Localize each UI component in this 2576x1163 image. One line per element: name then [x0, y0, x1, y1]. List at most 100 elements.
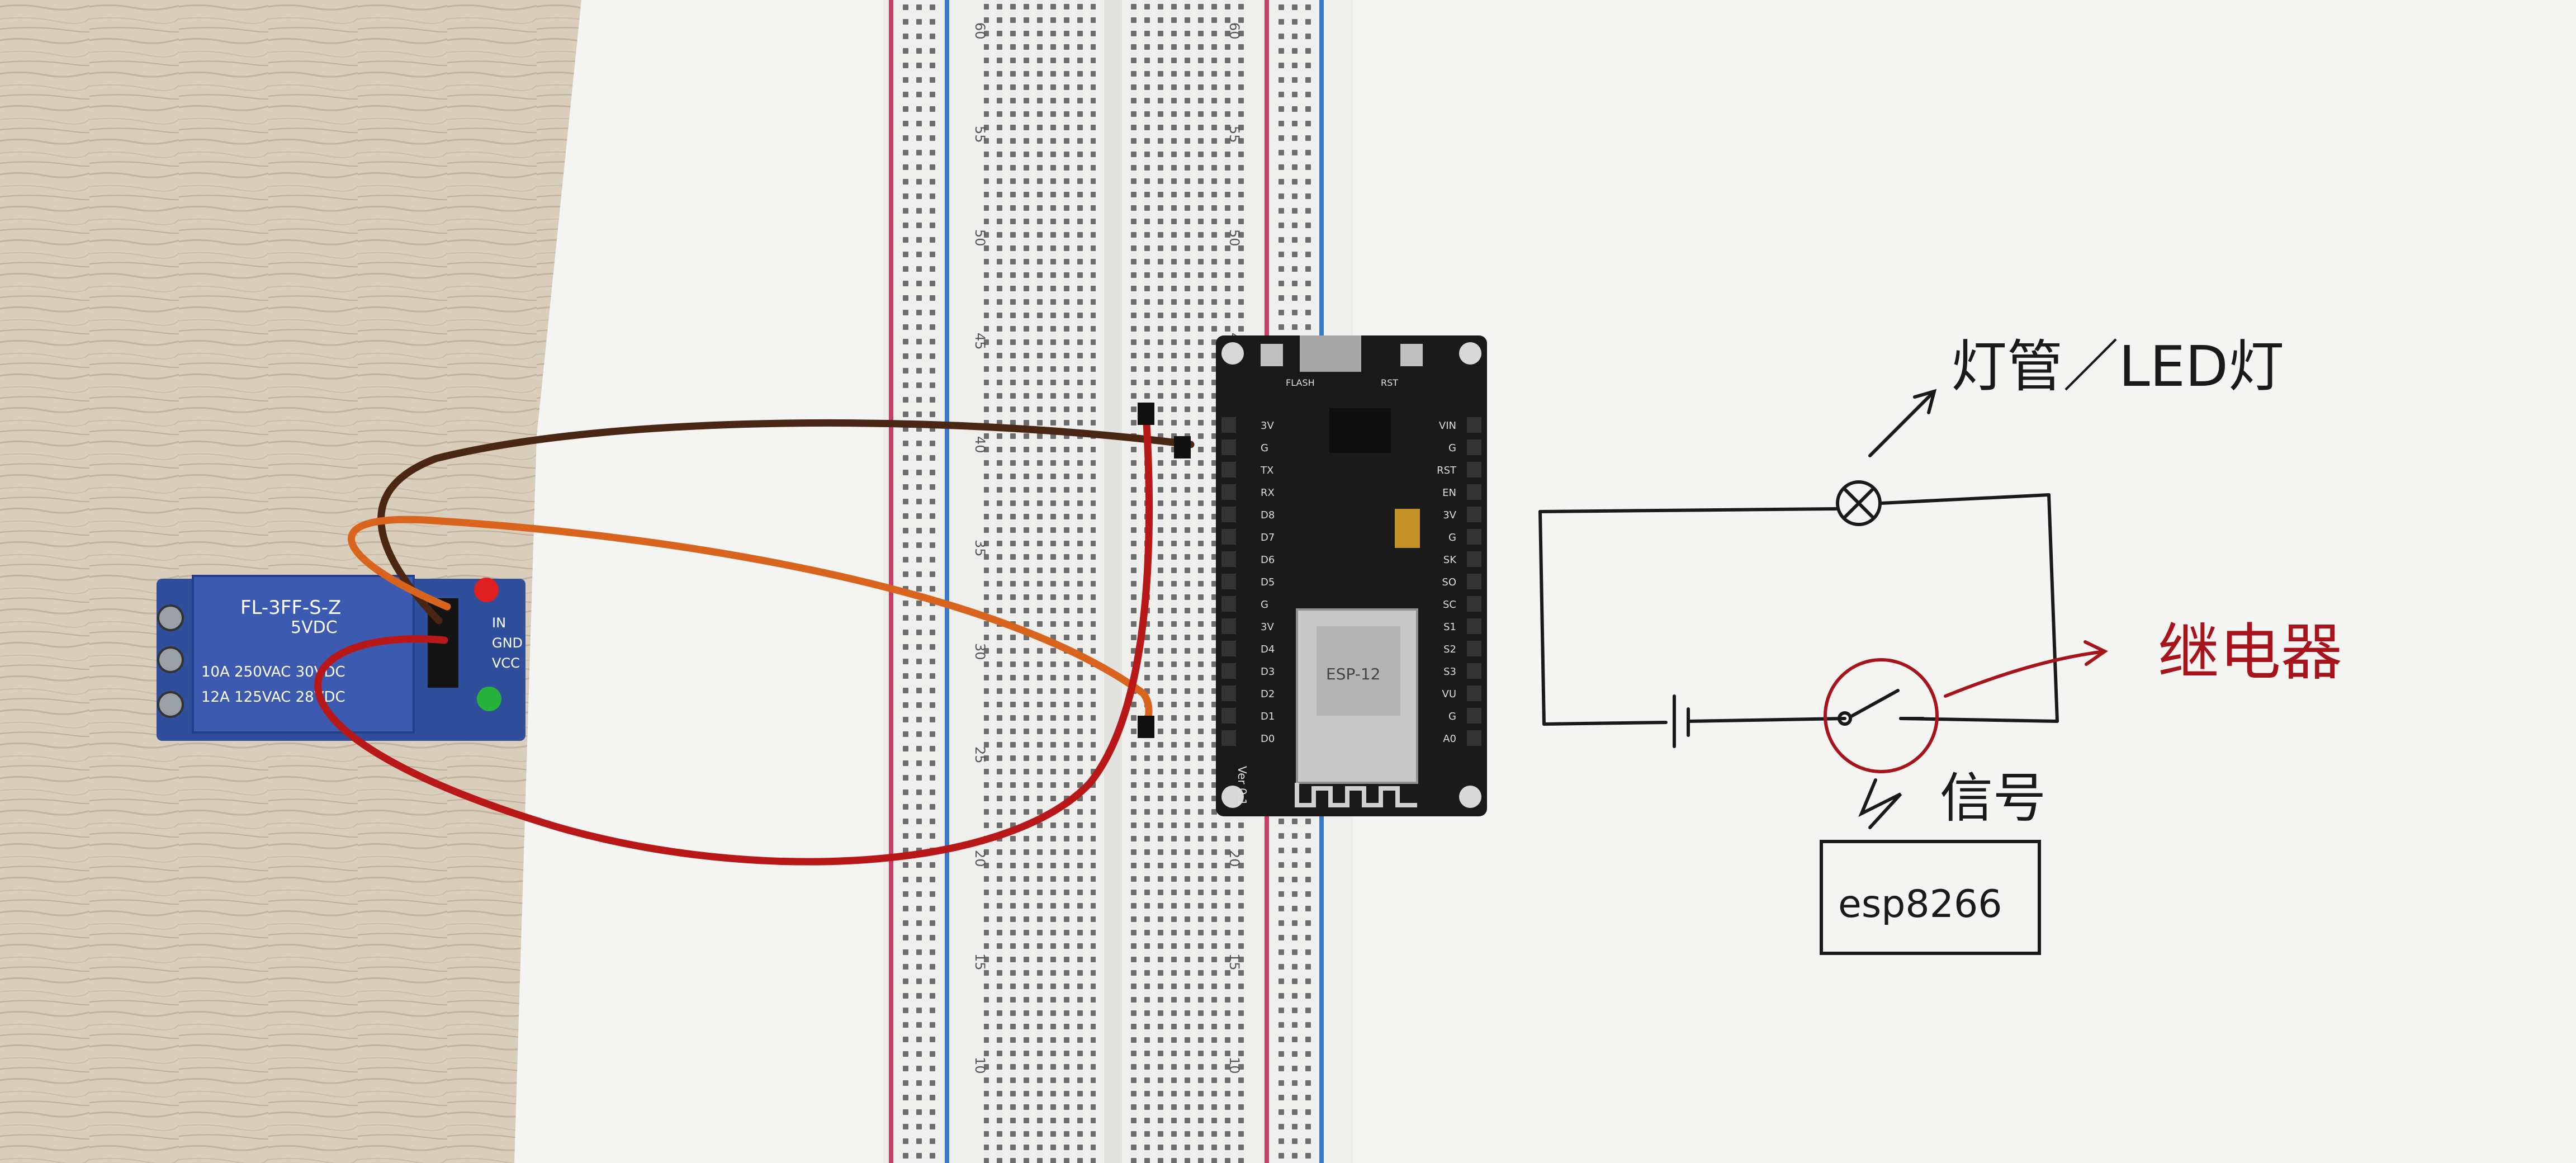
header-pin [1467, 685, 1481, 701]
row-number-label: 25 [972, 746, 988, 764]
row-number-label: 10 [972, 1057, 988, 1074]
header-pin [1221, 708, 1236, 724]
row-number-label: 30 [972, 643, 988, 660]
header-pin [1467, 439, 1481, 455]
pin-label: D2 [1261, 688, 1275, 700]
header-pin [1467, 551, 1481, 567]
board-version-label: Ver 0.1 [1235, 766, 1249, 806]
esp-chip-label: ESP-12 [1326, 665, 1380, 683]
pin-label: A0 [1443, 733, 1456, 745]
row-number-label: 60 [972, 22, 988, 40]
pin-label: TX [1260, 465, 1273, 476]
pin-label: D7 [1261, 532, 1275, 543]
header-pin [1221, 618, 1236, 634]
pin-label: 3V [1261, 420, 1274, 432]
pin-label: EN [1442, 487, 1456, 499]
pin-label: D5 [1261, 576, 1275, 588]
pin-label: SO [1442, 576, 1456, 588]
lamp-label: 灯管／LED灯 [1951, 334, 2284, 399]
sketch-right-wire [2047, 493, 2059, 723]
row-number-label: 45 [972, 333, 988, 350]
row-number-label: 10 [1227, 1057, 1242, 1074]
pin-label: 3V [1443, 509, 1456, 521]
relay-pin-gnd: GND [492, 635, 523, 651]
relay-module: FL-3FF-S-Z 5VDC 10A 250VAC 30VDC 12A 125… [157, 575, 525, 741]
row-number-label: 15 [1227, 953, 1242, 971]
pin-label: D1 [1261, 711, 1275, 722]
jumper-wires [314, 403, 1195, 866]
header-pin [1221, 462, 1236, 478]
header-pin [1467, 462, 1481, 478]
header-pin [1467, 641, 1481, 656]
pin-label: G [1448, 711, 1456, 722]
signal-label: 信号 [1940, 768, 2046, 829]
pin-label: VU [1442, 688, 1457, 700]
header-pin [1467, 529, 1481, 545]
relay-model-label: FL-3FF-S-Z [240, 597, 341, 619]
row-number-label: 40 [972, 436, 988, 453]
header-pin [1467, 663, 1481, 679]
lamp-symbol [1836, 480, 1882, 526]
orange-wire [348, 516, 1153, 731]
header-pin [1221, 529, 1236, 545]
pin-label: VIN [1439, 420, 1456, 432]
pin-label: D3 [1261, 666, 1275, 678]
row-number-label: 20 [972, 850, 988, 867]
header-pin [1221, 551, 1236, 567]
relay-green-led [477, 687, 501, 711]
header-pin [1221, 730, 1236, 746]
relay-pin-vcc: VCC [492, 655, 520, 671]
pin-label: D4 [1261, 644, 1275, 655]
row-number-label: 15 [972, 953, 988, 971]
flash-button-label: FLASH [1286, 377, 1315, 388]
controller-label: esp8266 [1838, 882, 2002, 926]
relay-red-led [474, 578, 499, 602]
relay-coil-voltage-label: 5VDC [291, 618, 338, 637]
sketch-bottom-wire-right [1899, 717, 2059, 723]
pin-label: S3 [1443, 666, 1456, 678]
header-pin [1221, 417, 1236, 433]
row-number-label: 50 [1227, 229, 1242, 247]
row-number-label: 55 [972, 126, 988, 143]
pin-label: D6 [1261, 554, 1275, 566]
pin-label: S1 [1443, 621, 1456, 633]
pin-label: D8 [1261, 509, 1275, 521]
sketch-top-wire-left [1538, 507, 1838, 513]
sketch-bottom-wire-left [1542, 721, 1668, 726]
pin-label: G [1261, 599, 1268, 611]
row-number-label: 60 [1227, 22, 1242, 40]
brown-wire [377, 419, 1195, 625]
pin-label: G [1261, 442, 1268, 454]
header-pin [1221, 641, 1236, 656]
header-pin [1467, 507, 1481, 522]
relay-label: 继电器 [2158, 617, 2342, 688]
signal-zigzag [1858, 778, 1902, 829]
red-wire [314, 410, 1153, 866]
rst-button-label: RST [1381, 377, 1398, 388]
esp8266-box [1820, 840, 2041, 955]
circuit-sketch [1538, 389, 2108, 955]
header-pin [1221, 484, 1236, 500]
row-number-label: 50 [972, 229, 988, 247]
header-pin [1467, 574, 1481, 589]
row-number-label: 20 [1227, 850, 1242, 867]
header-pin [1221, 685, 1236, 701]
battery-symbol [1673, 694, 1690, 748]
pin-label: RX [1261, 487, 1275, 499]
relay-switch-symbol [1824, 658, 1939, 773]
paper-sheet [514, 0, 2576, 1163]
pin-label: RST [1437, 465, 1457, 476]
pin-label: SC [1443, 599, 1456, 611]
nodemcu-board: FLASH RST ESP-12 3VGTXRXD8D7D6D5G3VD4D3D… [1216, 335, 1487, 816]
pin-label: SK [1443, 554, 1457, 566]
sketch-bottom-wire-mid [1687, 717, 1846, 723]
pin-label: 3V [1261, 621, 1274, 633]
lamp-arrow [1868, 389, 1937, 457]
relay-pin-in: IN [492, 615, 506, 631]
header-pin [1221, 663, 1236, 679]
header-pin [1221, 507, 1236, 522]
header-pin [1467, 484, 1481, 500]
header-pin [1221, 574, 1236, 589]
